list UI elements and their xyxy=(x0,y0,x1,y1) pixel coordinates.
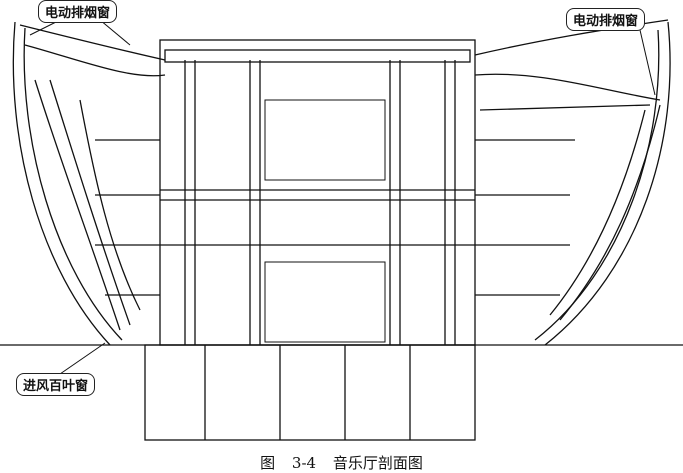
air-intake-louver-label: 进风百叶窗 xyxy=(16,373,96,396)
smoke-exhaust-window-label-left: 电动排烟窗 xyxy=(38,0,118,23)
side-floors xyxy=(95,139,575,296)
pipe-organ-lower xyxy=(264,261,386,343)
smoke-exhaust-window-label-right: 电动排烟窗 xyxy=(566,8,646,31)
figure-caption: 图 3-4 音乐厅剖面图 xyxy=(260,454,423,472)
right-shell xyxy=(474,19,671,346)
left-shell xyxy=(12,21,166,346)
central-tower xyxy=(159,39,476,346)
basement xyxy=(144,344,476,441)
pipe-organ-upper xyxy=(264,99,386,181)
